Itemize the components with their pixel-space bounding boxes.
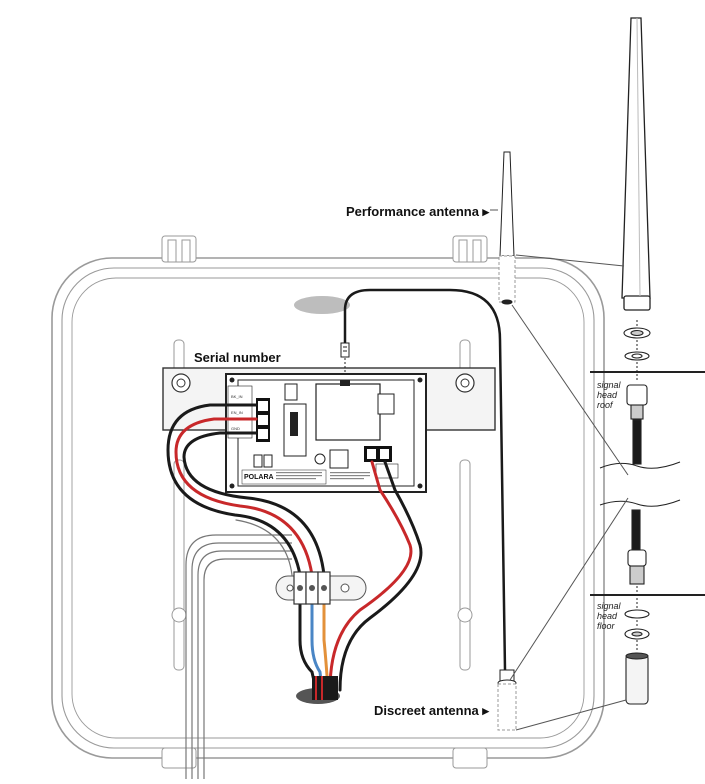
conduit	[185, 534, 292, 779]
performance-antenna-label: Performance antenna ▸	[346, 204, 490, 219]
wire-bundle	[166, 403, 326, 577]
terminal-label: BK_IN	[231, 394, 243, 399]
serial-number-label: Serial number	[194, 350, 281, 365]
discreet-antenna-label: Discreet antenna ▸	[374, 703, 489, 718]
wire-pair	[328, 460, 423, 692]
enclosure	[51, 257, 605, 759]
break-lines	[599, 320, 681, 650]
caption-line: head	[597, 390, 618, 400]
caption-line: floor	[597, 621, 615, 631]
cable-hole	[294, 296, 350, 314]
control-board: POLARA	[225, 373, 427, 493]
caption-line: signal	[597, 380, 621, 390]
terminal-labels: BK_IN EN_IN GND	[227, 385, 253, 439]
discreet-antenna	[497, 669, 517, 731]
caption-line: head	[597, 611, 618, 621]
roof-hardware	[623, 327, 651, 465]
inset-roof-caption: signal head roof	[597, 380, 621, 410]
terminal-label: GND	[231, 426, 240, 431]
inset-dividers	[590, 371, 705, 596]
sma-connector	[340, 342, 350, 375]
antenna-cable	[343, 288, 507, 671]
splice-block	[275, 571, 367, 605]
latch	[161, 339, 488, 769]
board-brand: POLARA	[244, 474, 274, 481]
leader-lines	[490, 209, 629, 731]
caption-line: signal	[597, 601, 621, 611]
performance-antenna-small	[498, 151, 516, 305]
inset-floor-caption: signal head floor	[597, 601, 621, 631]
caption-line: roof	[597, 400, 613, 410]
performance-antenna-large	[621, 17, 651, 311]
terminal-label: EN_IN	[231, 410, 243, 415]
hinge	[161, 235, 488, 263]
floor-hardware	[624, 509, 650, 705]
